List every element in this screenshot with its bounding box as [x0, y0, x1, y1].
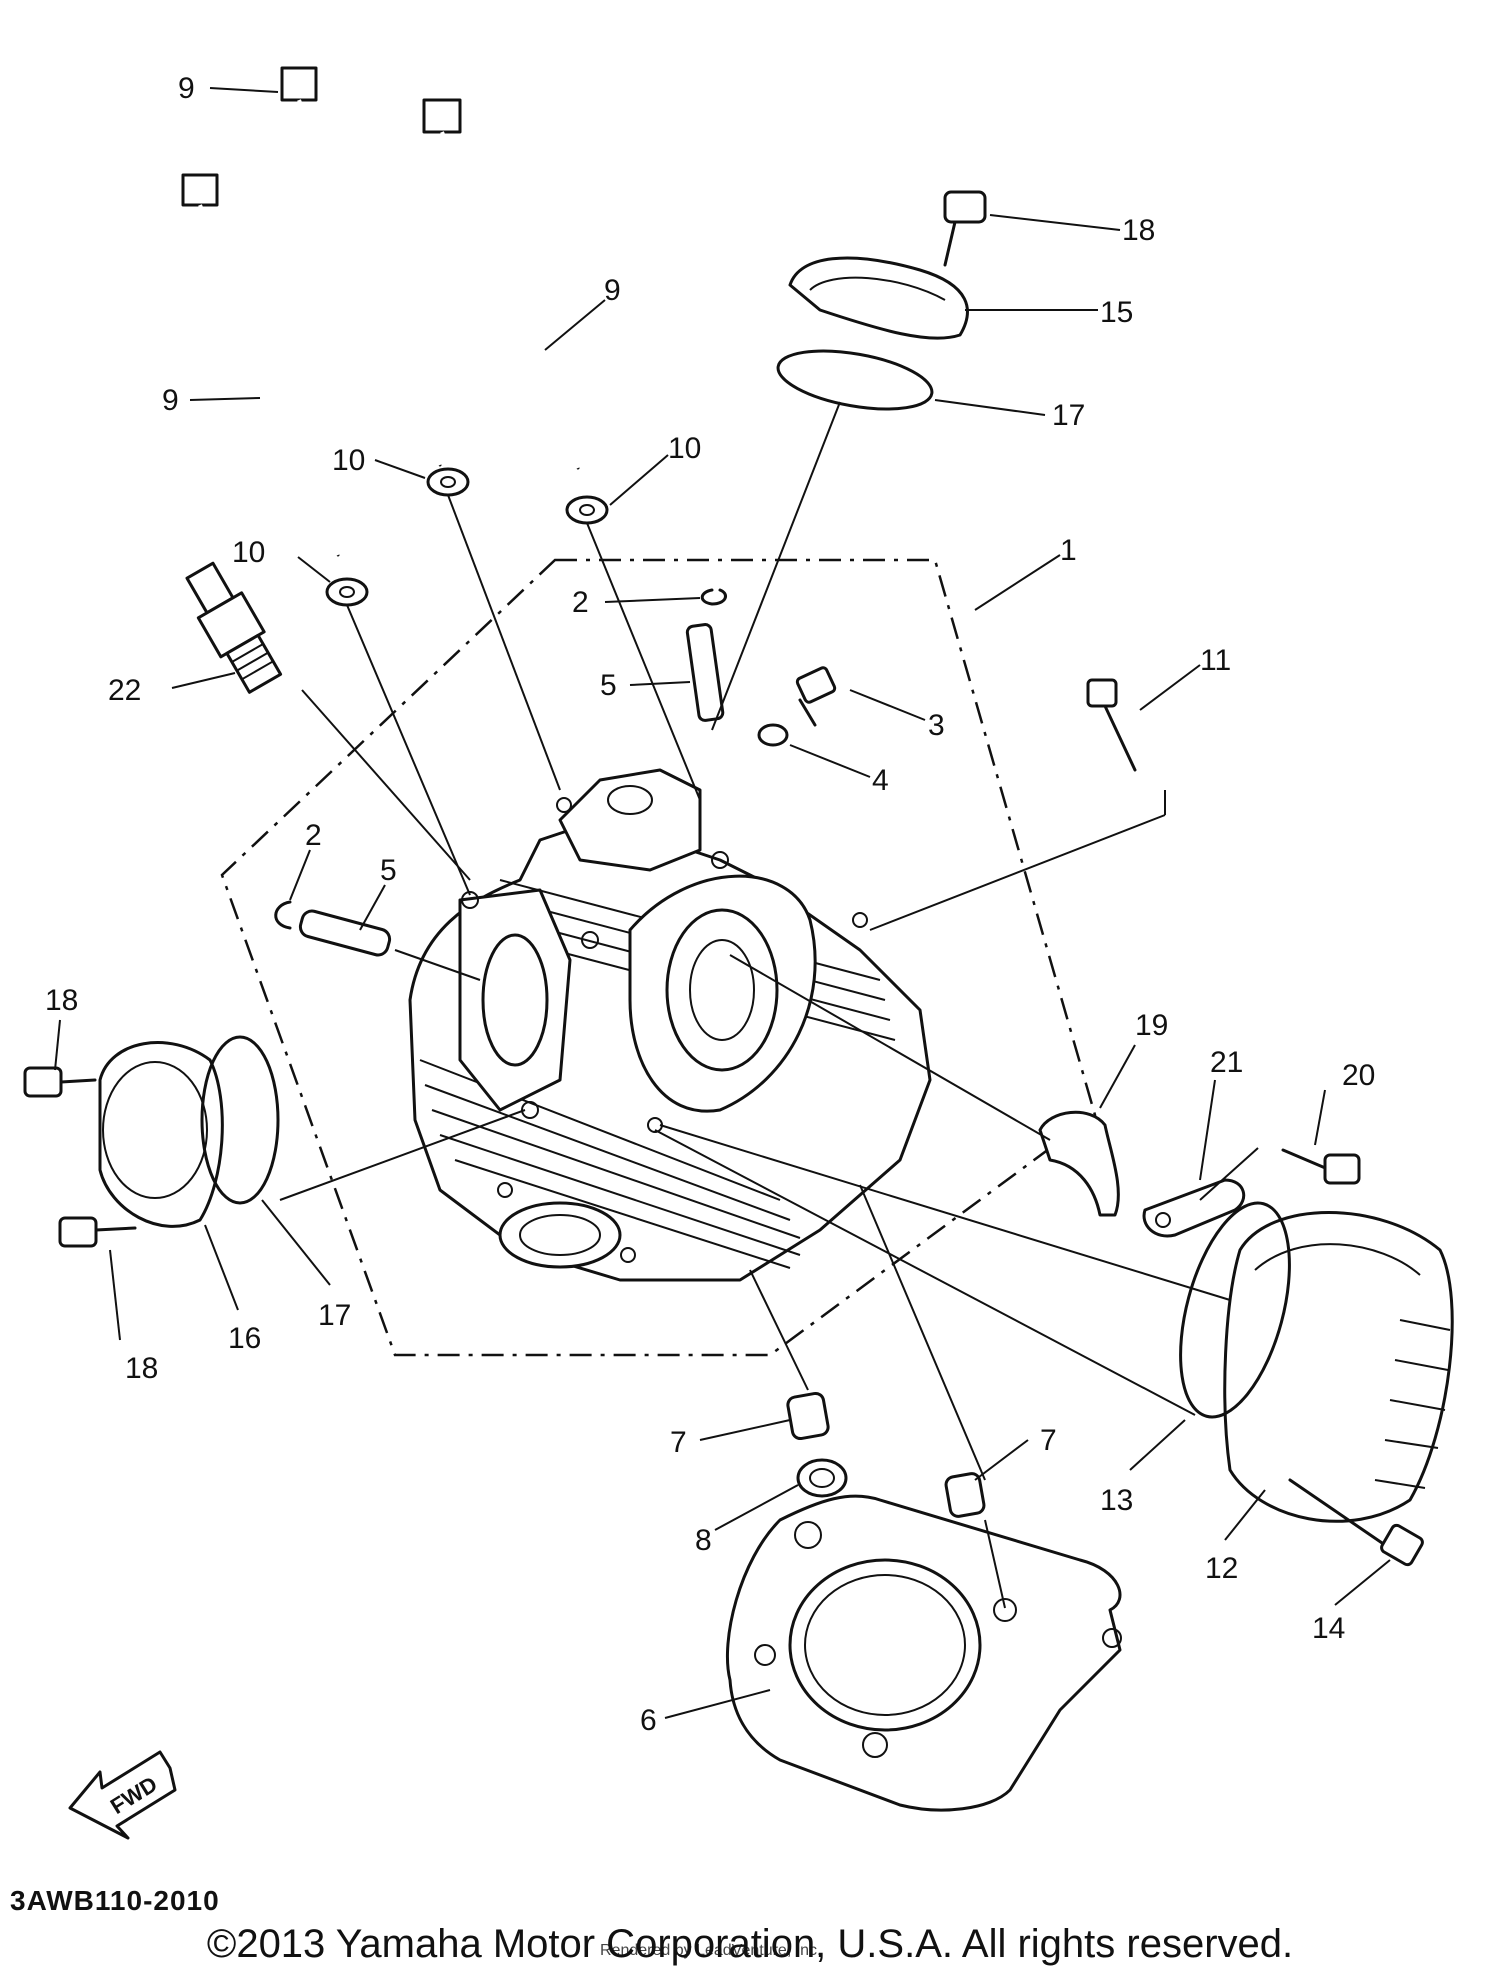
assembly-boundary: [220, 558, 1097, 1357]
callout-5: 5: [600, 669, 617, 702]
bolt-9-far-left: [181, 173, 340, 557]
o-ring-right: [1179, 1201, 1291, 1419]
callout-10: 10: [232, 536, 265, 569]
washer-4: [757, 723, 789, 747]
seal-8: [796, 1458, 848, 1498]
callout-labels: 9 9 9 10 10 10 1 2 5 3 4 11 22 2 5 18 15…: [45, 72, 1375, 1737]
callout-7: 7: [1040, 1424, 1057, 1457]
callout-4: 4: [872, 764, 889, 797]
callout-16: 16: [228, 1322, 261, 1355]
callout-10: 10: [668, 432, 701, 465]
callout-21: 21: [1210, 1046, 1243, 1079]
circlip-left: [274, 900, 292, 930]
fwd-arrow-icon: FWD: [68, 1750, 177, 1840]
bracket-21: [1142, 1178, 1246, 1238]
tappet-cover-left: [23, 1041, 224, 1248]
head-gasket: [726, 1494, 1122, 1812]
callout-18: 18: [125, 1352, 158, 1385]
circlip-top: [700, 588, 728, 606]
copyright-notice: ©2013 Yamaha Motor Corporation, U.S.A. A…: [206, 1922, 1294, 1966]
washers: [325, 467, 609, 607]
callout-5: 5: [380, 854, 397, 887]
bolt-3: [795, 666, 837, 727]
callout-leaders: [54, 87, 1391, 1719]
callout-20: 20: [1342, 1059, 1375, 1092]
callout-18: 18: [1122, 214, 1155, 247]
callout-17: 17: [1052, 399, 1085, 432]
callout-2: 2: [572, 586, 589, 619]
callout-14: 14: [1312, 1612, 1345, 1645]
callout-7: 7: [670, 1426, 687, 1459]
dowel-7-left: [786, 1391, 830, 1441]
o-ring-left: [200, 1035, 280, 1205]
callout-6: 6: [640, 1704, 657, 1737]
spark-plug: [185, 561, 283, 694]
cylinder-head: [408, 768, 932, 1282]
callout-9: 9: [178, 72, 195, 105]
callout-22: 22: [108, 674, 141, 707]
callout-13: 13: [1100, 1484, 1133, 1517]
callout-3: 3: [928, 709, 945, 742]
callout-1: 1: [1060, 534, 1077, 567]
bolt-11: [1086, 678, 1137, 772]
dowel-7-right: [944, 1472, 986, 1518]
callout-18: 18: [45, 984, 78, 1017]
bolt-9-center: [422, 98, 580, 470]
leader-lines: [279, 401, 1259, 1609]
callout-8: 8: [695, 1524, 712, 1557]
callout-9: 9: [604, 274, 621, 307]
callout-12: 12: [1205, 1552, 1238, 1585]
callout-19: 19: [1135, 1009, 1168, 1042]
bolt-20: [1281, 1148, 1361, 1185]
valve-guide-top: [685, 623, 725, 722]
rendered-by-note: Rendered by LeadVenture, Inc.: [600, 1942, 822, 1959]
bolt-9-left: [280, 66, 442, 467]
tensioner-19: [1038, 1110, 1120, 1217]
valve-guide-left: [298, 909, 392, 957]
o-ring-top: [776, 349, 934, 411]
callout-17: 17: [318, 1299, 351, 1332]
callout-11: 11: [1200, 644, 1231, 677]
bolt-14: [1288, 1478, 1424, 1567]
callout-15: 15: [1100, 296, 1133, 329]
head-bolts: [181, 66, 580, 557]
tappet-cover-top: [788, 190, 987, 340]
callout-10: 10: [332, 444, 365, 477]
diagram-code: 3AWB110-2010: [10, 1885, 220, 1916]
head-cover-right: [1223, 1211, 1454, 1523]
callout-2: 2: [305, 819, 322, 852]
callout-9: 9: [162, 384, 179, 417]
